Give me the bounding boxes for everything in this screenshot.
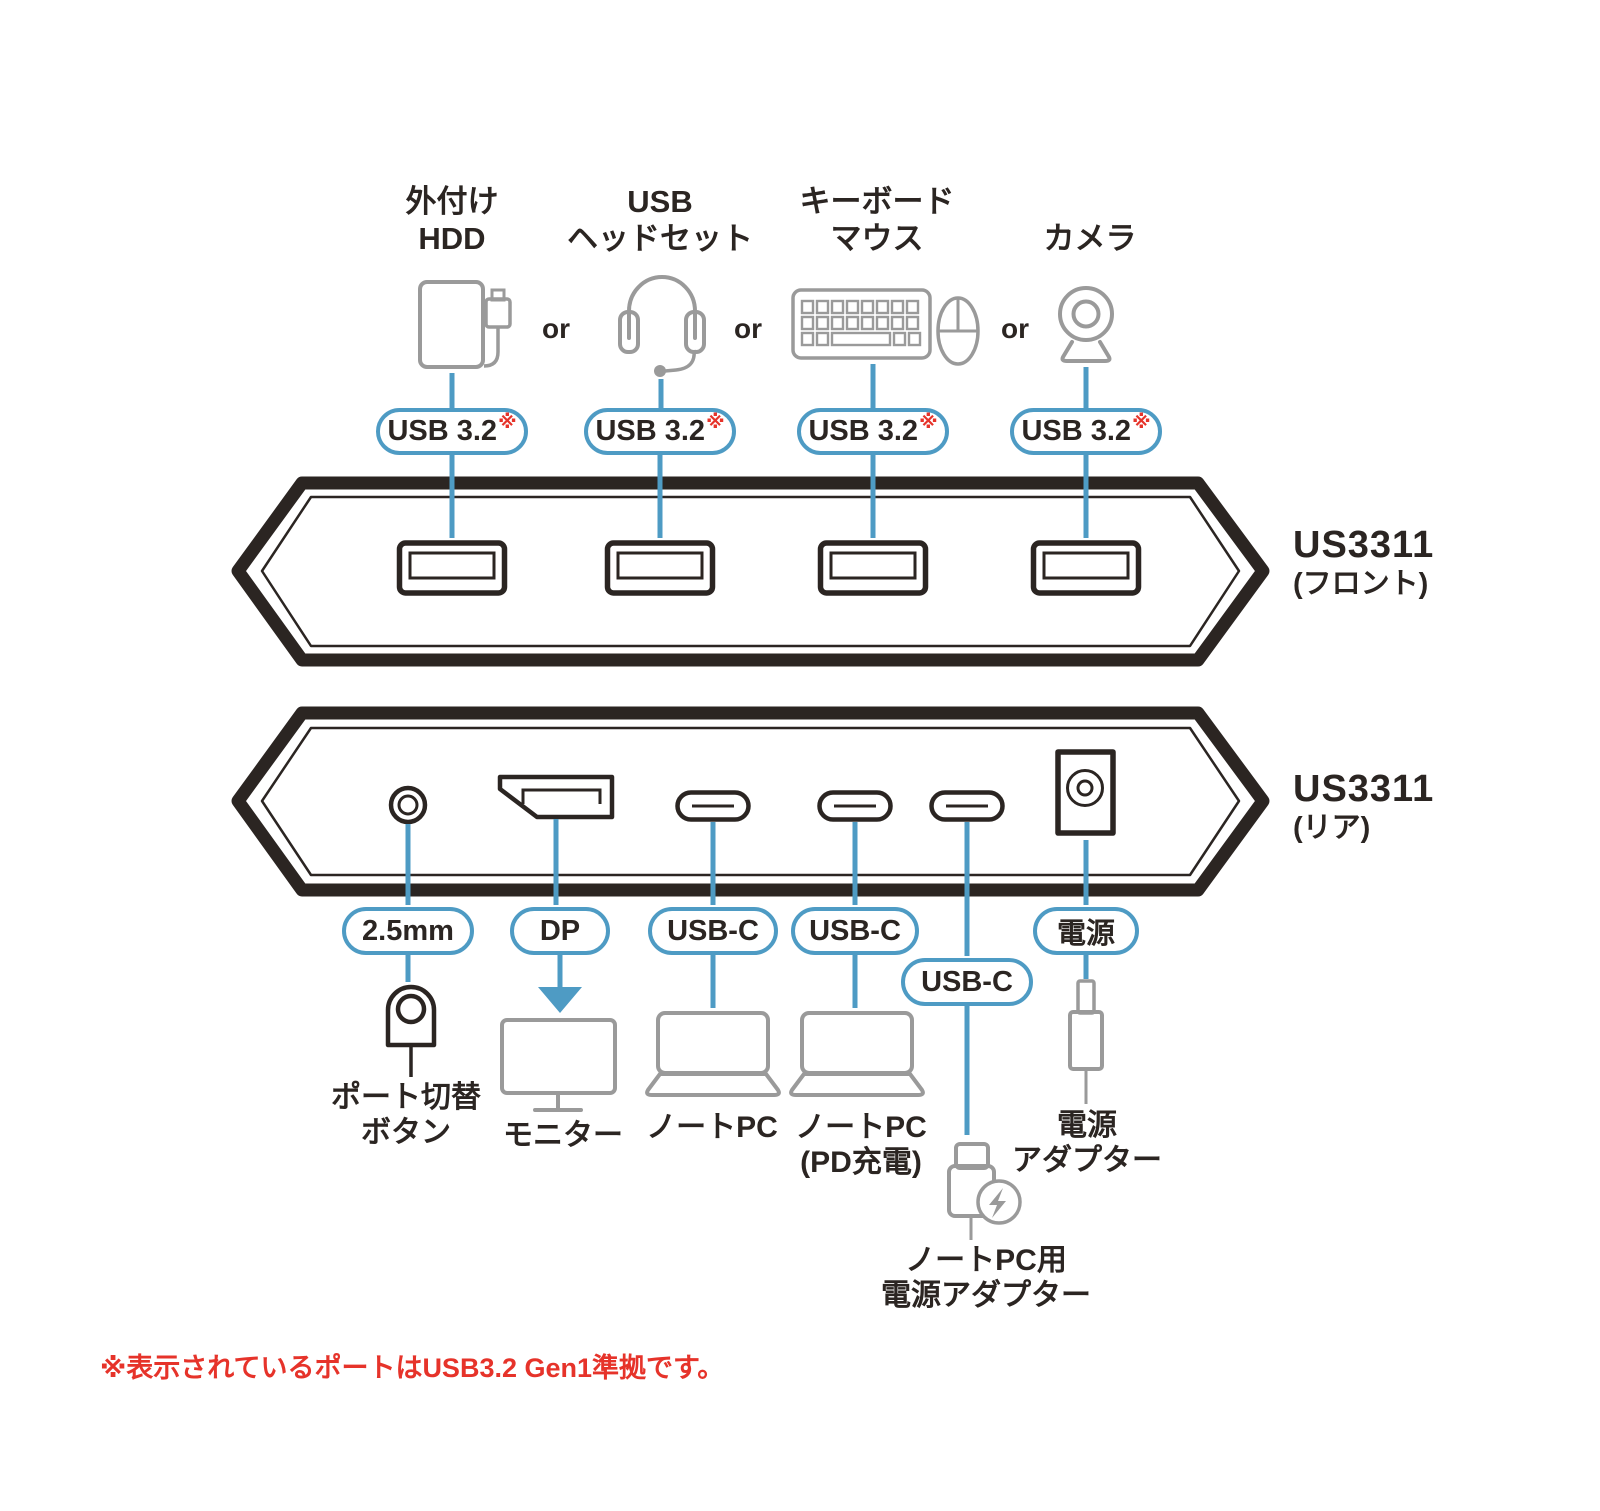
audio-jack-2-5mm [388,785,428,825]
laptop-power-adapter-icon [947,1142,1022,1240]
usb-headset-icon [618,275,706,377]
connector-lines [405,364,1089,1135]
mouse-icon [936,296,980,366]
footnote-text: ※表示されているポートはUSB3.2 Gen1準拠です。 [100,1353,725,1383]
label-laptop-power-adapter: ノートPC用 電源アダプター [881,1244,1091,1312]
dc-power-jack [1055,749,1116,836]
label-keyboard-mouse: キーボード マウス [799,184,955,256]
port-switch-button-icon [385,984,437,1077]
usb-c-port-3 [929,790,1005,822]
pill-power: 電源 [1033,907,1139,955]
rear-panel-label: US3311 (リア) [1293,768,1435,844]
front-panel-body [231,476,1270,667]
pill-usb32-1: USB 3.2※ [376,408,528,455]
pill-usb32-4: USB 3.2※ [1010,408,1162,455]
pill-usbc-1: USB-C [648,907,778,955]
or-separator-2: or [734,313,762,344]
usb-a-port-3 [817,540,929,596]
keyboard-icon [791,288,932,360]
usb-c-port-1 [675,790,751,822]
label-external-hdd: 外付け HDD [405,184,499,256]
label-monitor: モニター [503,1119,623,1152]
rear-panel-body [231,706,1270,897]
label-camera: カメラ [1043,221,1137,256]
dp-arrowhead [538,987,582,1013]
laptop-icon-1 [645,1011,781,1097]
or-separator-3: or [1001,313,1029,344]
laptop-icon-2 [789,1011,925,1097]
monitor-icon [500,1018,617,1112]
label-laptop: ノートPC [646,1111,778,1144]
label-power-adapter: 電源 アダプター [1012,1109,1162,1177]
label-laptop-pd: ノートPC (PD充電) [795,1111,927,1179]
camera-icon [1058,286,1114,363]
usb-a-port-4 [1030,540,1142,596]
pill-usb32-2: USB 3.2※ [584,408,736,455]
usb-a-port-1 [396,540,508,596]
label-port-switch-button: ポート切替 ボタン [331,1081,481,1149]
pill-usbc-2: USB-C [791,907,919,955]
front-panel-label: US3311 (フロント) [1293,524,1435,600]
usb-a-port-2 [604,540,716,596]
or-separator-1: or [542,313,570,344]
displayport-port [497,774,615,820]
label-usb-headset: USB ヘッドセット [567,184,753,256]
pill-2-5mm: 2.5mm [342,907,474,955]
power-adapter-plug-icon [1068,979,1104,1104]
usb-c-port-2 [817,790,893,822]
external-hdd-icon [418,280,512,369]
pill-dp: DP [510,907,610,955]
pill-usbc-3: USB-C [901,958,1033,1006]
pill-usb32-3: USB 3.2※ [797,408,949,455]
